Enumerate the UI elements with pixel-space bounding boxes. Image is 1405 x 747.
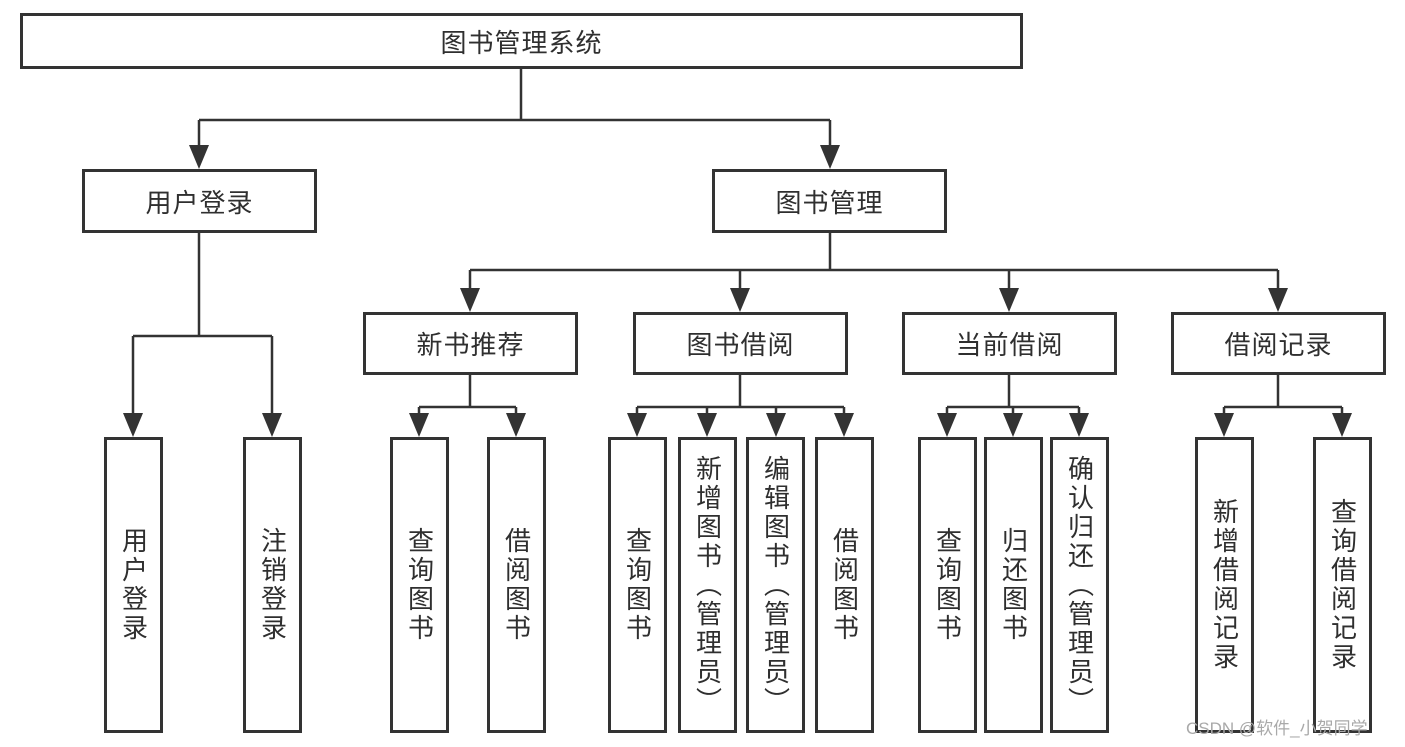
leaf-borrowing-query-books: 查询图书 <box>608 437 667 733</box>
arrowheads <box>123 145 1352 437</box>
leaf-label: 借阅图书 <box>829 527 860 643</box>
leaf-current-query-books: 查询图书 <box>918 437 977 733</box>
node-label: 图书管理系统 <box>440 27 603 58</box>
leaf-newbook-borrow-books: 借阅图书 <box>487 437 546 733</box>
leaf-label: 编辑图书（管理员） <box>760 454 791 716</box>
leaf-logout: 注销登录 <box>243 437 302 733</box>
leaf-label: 查询借阅记录 <box>1327 498 1358 672</box>
node-user-login: 用户登录 <box>82 169 317 233</box>
leaf-current-confirm-return-admin: 确认归还（管理员） <box>1050 437 1109 733</box>
leaf-user-login: 用户登录 <box>104 437 163 733</box>
node-label: 借阅记录 <box>1224 330 1333 360</box>
leaf-label: 确认归还（管理员） <box>1064 454 1095 716</box>
node-current-borrowing: 当前借阅 <box>902 312 1117 375</box>
node-book-management: 图书管理 <box>712 169 947 233</box>
node-new-book-recommendation: 新书推荐 <box>363 312 578 375</box>
leaf-borrowing-edit-books-admin: 编辑图书（管理员） <box>746 437 805 733</box>
node-book-borrowing: 图书借阅 <box>633 312 848 375</box>
leaf-label: 借阅图书 <box>501 527 532 643</box>
leaf-borrowing-add-books-admin: 新增图书（管理员） <box>678 437 737 733</box>
leaf-newbook-query-books: 查询图书 <box>390 437 449 733</box>
node-label: 新书推荐 <box>416 330 525 360</box>
node-label: 当前借阅 <box>955 330 1064 360</box>
node-label: 图书管理 <box>775 187 884 218</box>
leaf-current-return-books: 归还图书 <box>984 437 1043 733</box>
leaf-label: 查询图书 <box>932 527 963 643</box>
leaf-label: 查询图书 <box>622 527 653 643</box>
leaf-borrowing-borrow-books: 借阅图书 <box>815 437 874 733</box>
node-borrowing-records: 借阅记录 <box>1171 312 1386 375</box>
leaf-label: 查询图书 <box>404 527 435 643</box>
leaf-label: 注销登录 <box>257 527 288 643</box>
leaf-label: 归还图书 <box>998 527 1029 643</box>
leaf-label: 新增借阅记录 <box>1209 498 1240 672</box>
leaf-records-add-borrow-record: 新增借阅记录 <box>1195 437 1254 733</box>
leaf-label: 新增图书（管理员） <box>692 454 723 716</box>
node-label: 用户登录 <box>145 187 254 218</box>
node-library-management-system: 图书管理系统 <box>20 13 1023 69</box>
leaf-records-query-borrow-record: 查询借阅记录 <box>1313 437 1372 733</box>
node-label: 图书借阅 <box>686 330 795 360</box>
csdn-watermark: CSDN @软件_小贺同学 <box>1186 719 1368 738</box>
leaf-label: 用户登录 <box>118 527 149 643</box>
